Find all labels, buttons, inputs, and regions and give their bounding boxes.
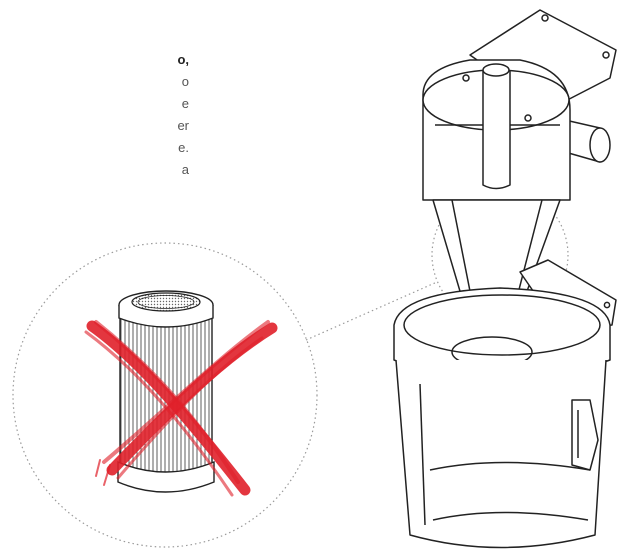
text-fragment-3: e [181, 96, 189, 111]
callout-circle-large [12, 242, 318, 548]
callout-connector [305, 281, 438, 341]
bucket-body [395, 359, 607, 549]
cyclone-separator-on-bucket-icon [393, 9, 617, 549]
text-fragment-5: e. [178, 140, 189, 155]
red-x-mark-icon [84, 320, 278, 497]
text-fragment-1: o, [177, 52, 189, 67]
inlet-opening [589, 127, 611, 163]
text-fragment-2: o [181, 74, 189, 89]
vortex-finder [482, 70, 511, 190]
text-fragment-6: a [181, 162, 189, 177]
text-fragment-4: er [177, 118, 189, 133]
